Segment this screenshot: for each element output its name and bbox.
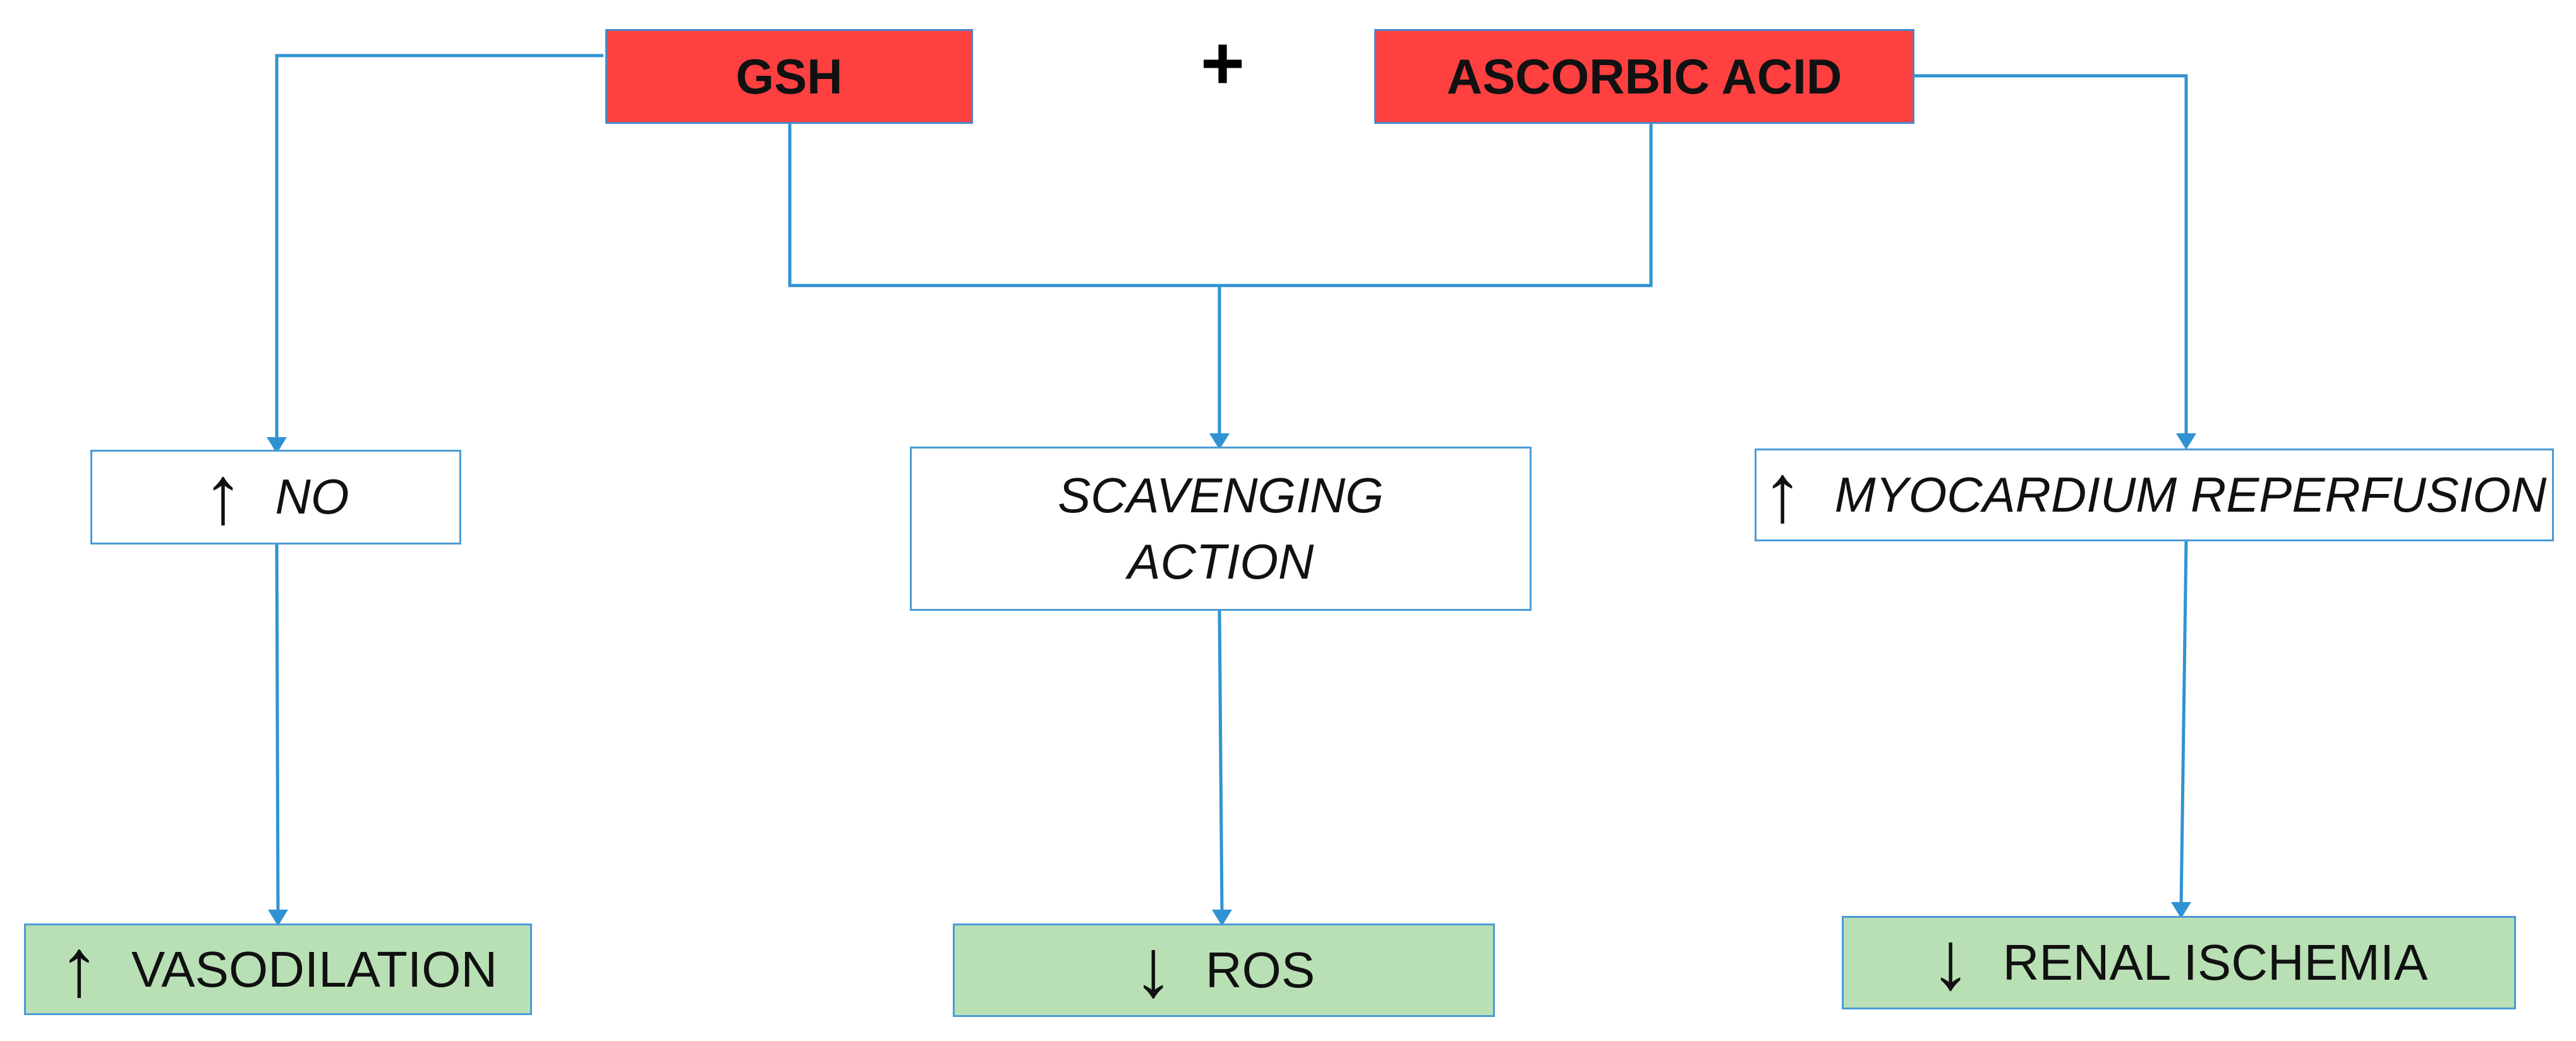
no-label: NO: [275, 469, 349, 525]
connector-no-to-vasodilation: [275, 544, 280, 917]
scavenging-label-line1: SCAVENGING: [1058, 467, 1384, 523]
connector-gsh-to-no: [275, 54, 603, 442]
plus-sign: +: [1200, 21, 1245, 105]
renal-ischemia-box: ↓ RENAL ISCHEMIA: [1842, 916, 2516, 1009]
down-arrow-icon: ↓: [1132, 922, 1174, 1014]
arrowhead: [267, 437, 287, 454]
renal-ischemia-label: RENAL ISCHEMIA: [2002, 934, 2428, 990]
myocardium-reperfusion-label: MYOCARDIUM REPERFUSION: [1834, 466, 2547, 522]
vasodilation-box: ↑ VASODILATION: [24, 924, 532, 1015]
up-arrow-icon: ↑: [58, 920, 100, 1013]
scavenging-action-box: SCAVENGING ACTION: [910, 447, 1532, 611]
no-box: ↑ NO: [90, 450, 461, 545]
vasodilation-label: VASODILATION: [131, 941, 498, 997]
down-arrow-icon: ↓: [1930, 914, 1971, 1006]
ros-label: ROS: [1205, 942, 1315, 998]
ascorbic-acid-label: ASCORBIC ACID: [1446, 48, 1842, 104]
arrowhead: [2176, 433, 2196, 450]
connector-reperfusion-to-renal: [2179, 541, 2188, 908]
arrowhead: [1209, 433, 1230, 450]
up-arrow-icon: ↑: [1762, 446, 1803, 539]
scavenging-label-line2: ACTION: [1127, 534, 1314, 589]
ascorbic-acid-box: ASCORBIC ACID: [1374, 29, 1914, 124]
gsh-box: GSH: [605, 29, 973, 124]
ros-box: ↓ ROS: [953, 924, 1495, 1017]
myocardium-reperfusion-box: ↑ MYOCARDIUM REPERFUSION: [1755, 448, 2554, 541]
arrowhead: [268, 910, 288, 926]
connector-gsh-down: [788, 123, 1653, 287]
connector-ascorbic-to-reperfusion: [1914, 74, 2188, 439]
arrowhead: [1212, 910, 1232, 926]
up-arrow-icon: ↑: [202, 448, 244, 541]
arrowhead: [2171, 902, 2191, 918]
gsh-label: GSH: [735, 48, 843, 104]
connector-scavenging-to-ros: [1218, 610, 1224, 915]
